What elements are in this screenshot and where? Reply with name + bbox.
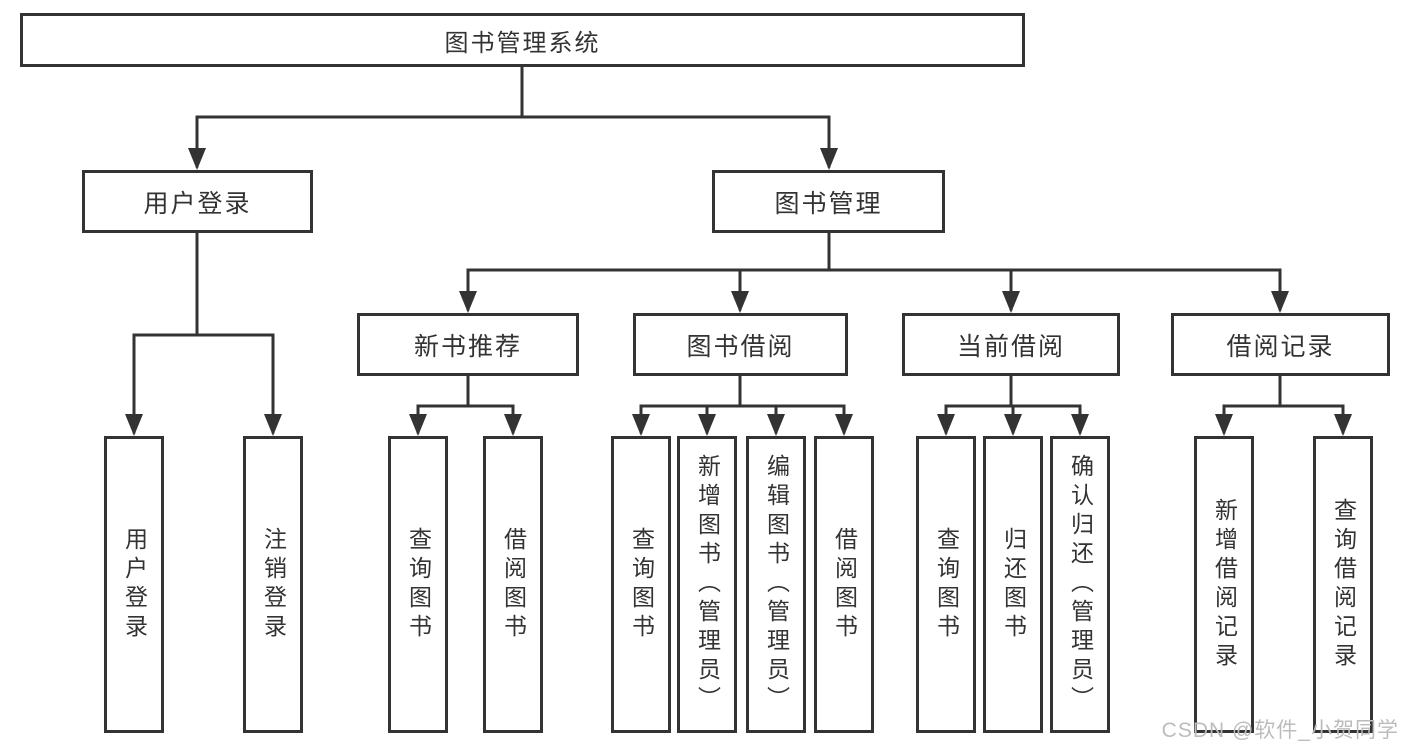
node-borrowing-records: 借阅记录	[1171, 313, 1390, 376]
node-current-borrowing-label: 当前借阅	[956, 332, 1065, 361]
leaf-borrowing-query-books-label: 查询图书	[628, 526, 655, 643]
node-user-login-label: 用户登录	[143, 189, 252, 218]
leaf-add-borrow-record: 新增借阅记录	[1194, 436, 1254, 733]
leaf-current-query-books: 查询图书	[916, 436, 976, 733]
leaf-recommend-query-books-label: 查询图书	[405, 526, 432, 643]
leaf-recommend-borrow-books-label: 借阅图书	[500, 526, 527, 643]
node-root: 图书管理系统	[20, 13, 1025, 67]
leaf-logout-label: 注销登录	[260, 526, 287, 643]
node-borrowing-records-label: 借阅记录	[1226, 332, 1335, 361]
node-book-borrowing: 图书借阅	[633, 313, 848, 376]
node-book-management-label: 图书管理	[774, 189, 883, 218]
leaf-add-borrow-record-label: 新增借阅记录	[1211, 497, 1238, 672]
node-current-borrowing: 当前借阅	[902, 313, 1120, 376]
leaf-borrowing-query-books: 查询图书	[611, 436, 671, 733]
leaf-confirm-return-admin-label: 确认归还（管理员）	[1067, 454, 1094, 715]
leaf-borrowing-borrow-books: 借阅图书	[814, 436, 874, 733]
leaf-return-books: 归还图书	[983, 436, 1043, 733]
arrowhead-icons	[125, 148, 1352, 436]
node-user-login: 用户登录	[82, 170, 313, 233]
leaf-add-books-admin: 新增图书（管理员）	[677, 436, 737, 733]
leaf-confirm-return-admin: 确认归还（管理员）	[1050, 436, 1110, 733]
node-book-management: 图书管理	[712, 170, 945, 233]
node-root-label: 图书管理系统	[444, 29, 601, 57]
leaf-recommend-borrow-books: 借阅图书	[483, 436, 543, 733]
leaf-edit-books-admin-label: 编辑图书（管理员）	[763, 454, 790, 715]
leaf-current-query-books-label: 查询图书	[933, 526, 960, 643]
node-book-borrowing-label: 图书借阅	[686, 332, 795, 361]
leaf-user-login: 用户登录	[104, 436, 164, 733]
leaf-return-books-label: 归还图书	[1000, 526, 1027, 643]
node-new-book-recommend-label: 新书推荐	[413, 332, 522, 361]
leaf-user-login-label: 用户登录	[121, 526, 148, 643]
leaf-add-books-admin-label: 新增图书（管理员）	[694, 454, 721, 715]
leaf-borrowing-borrow-books-label: 借阅图书	[831, 526, 858, 643]
leaf-query-borrow-record: 查询借阅记录	[1313, 436, 1373, 733]
leaf-query-borrow-record-label: 查询借阅记录	[1330, 497, 1357, 672]
node-new-book-recommend: 新书推荐	[357, 313, 579, 376]
leaf-recommend-query-books: 查询图书	[388, 436, 448, 733]
leaf-logout: 注销登录	[243, 436, 303, 733]
leaf-edit-books-admin: 编辑图书（管理员）	[746, 436, 806, 733]
